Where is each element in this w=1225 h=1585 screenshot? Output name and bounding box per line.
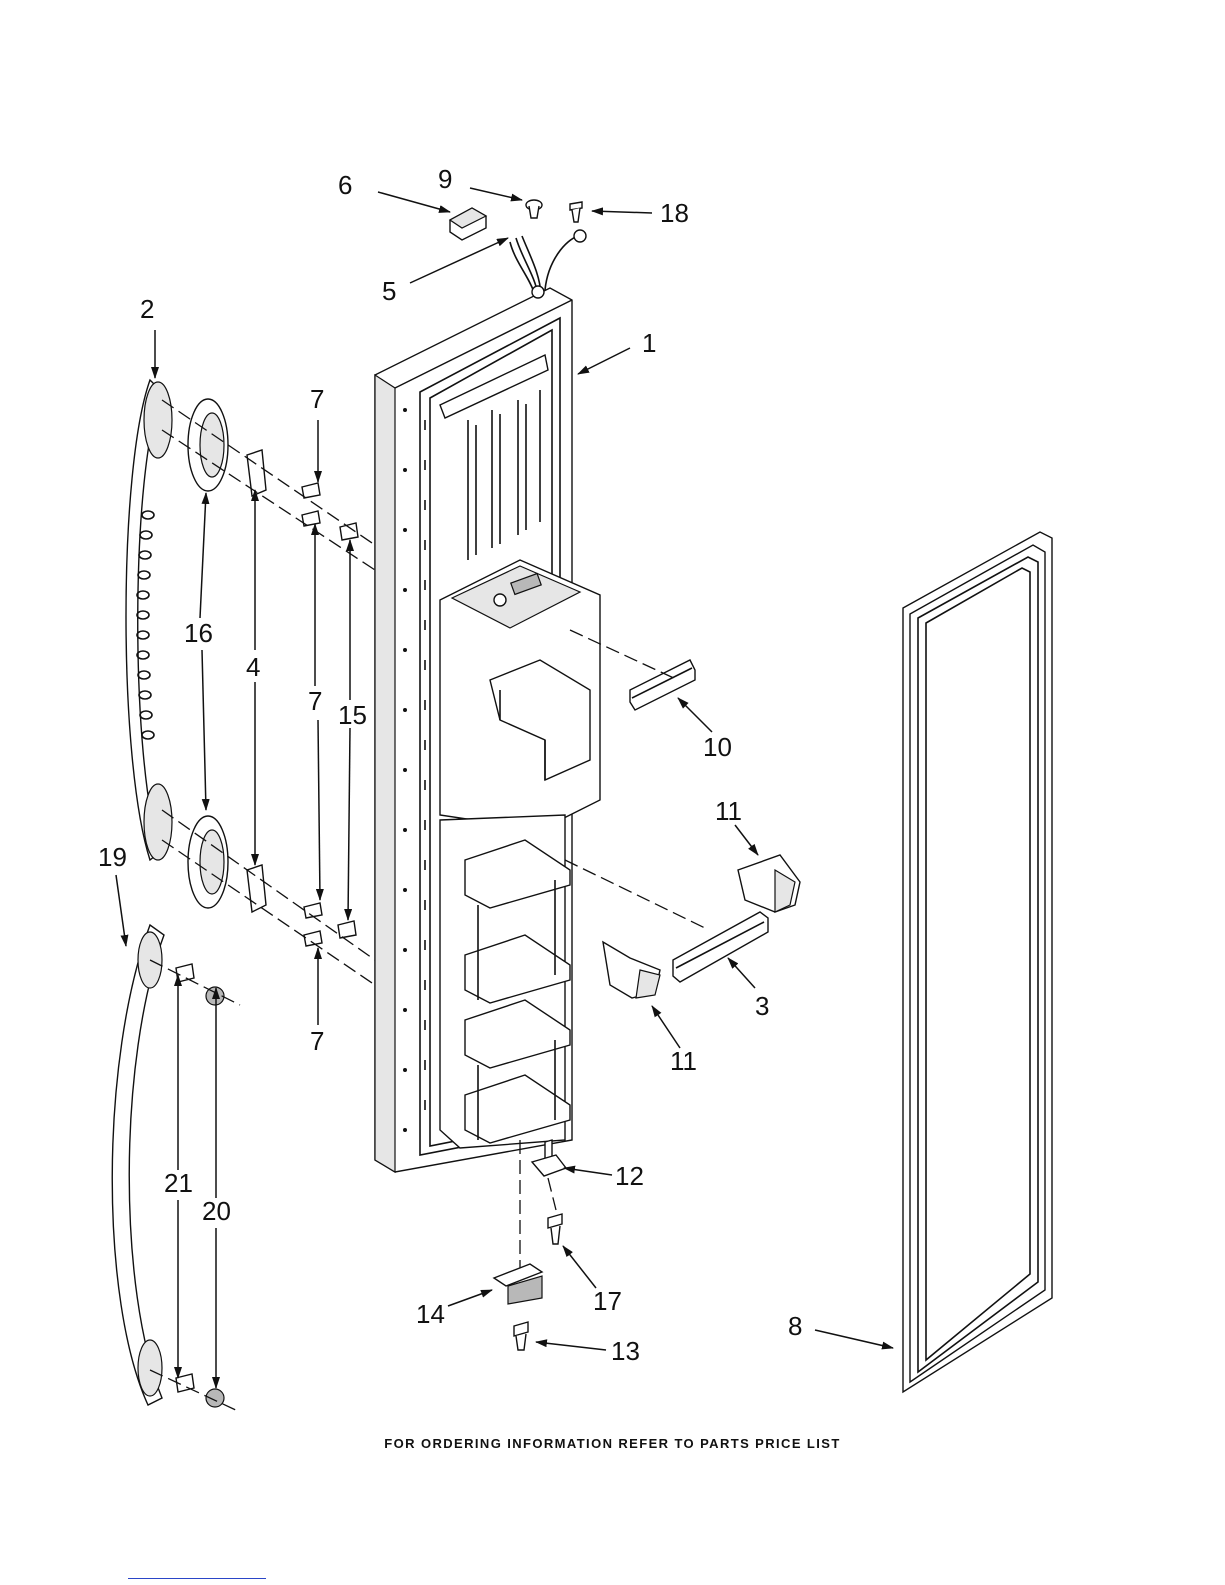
- callout-2: 2: [140, 294, 154, 324]
- screw-17: [548, 1214, 562, 1244]
- door-panel: [375, 288, 600, 1172]
- callout-8: 8: [788, 1311, 802, 1341]
- callout-11-a: 11: [715, 796, 742, 826]
- callout-1: 1: [642, 328, 656, 358]
- plug-button: [526, 200, 542, 218]
- handle-upper-assembly: [126, 380, 375, 985]
- callout-17: 17: [593, 1286, 622, 1316]
- rail-dash: [565, 860, 705, 928]
- wire-harness: [510, 230, 586, 298]
- callout-13: 13: [611, 1336, 640, 1366]
- bottom-link-underline[interactable]: [128, 1578, 266, 1579]
- callout-12: 12: [615, 1161, 644, 1191]
- callout-16: 16: [184, 618, 213, 648]
- callout-5: 5: [382, 276, 396, 306]
- hinge-dash-2: [548, 1178, 556, 1210]
- hinge-plate-14: [494, 1264, 542, 1304]
- callout-7-a: 7: [310, 384, 324, 414]
- callout-11-b: 11: [670, 1046, 697, 1076]
- rail-3: [673, 912, 768, 982]
- callout-4: 4: [246, 652, 260, 682]
- callout-7-b: 7: [308, 686, 322, 716]
- callout-9: 9: [438, 164, 452, 194]
- bracket-lower-11: [603, 942, 660, 998]
- screw-top: [570, 202, 582, 222]
- callout-3: 3: [755, 991, 769, 1021]
- bracket-upper-11: [738, 855, 800, 912]
- callout-15: 15: [338, 700, 367, 730]
- callout-20: 20: [202, 1196, 231, 1226]
- connector-block: [450, 208, 486, 240]
- callout-10: 10: [703, 732, 732, 762]
- ordering-info-footer: FOR ORDERING INFORMATION REFER TO PARTS …: [0, 1436, 1225, 1451]
- trim-strip: [630, 660, 695, 710]
- callout-14: 14: [416, 1299, 445, 1329]
- callout-6: 6: [338, 170, 352, 200]
- callout-19: 19: [98, 842, 127, 872]
- door-gasket-8: [903, 532, 1052, 1392]
- callout-7-c: 7: [310, 1026, 324, 1056]
- screw-13: [514, 1322, 528, 1350]
- callout-21: 21: [164, 1168, 193, 1198]
- callout-18: 18: [660, 198, 689, 228]
